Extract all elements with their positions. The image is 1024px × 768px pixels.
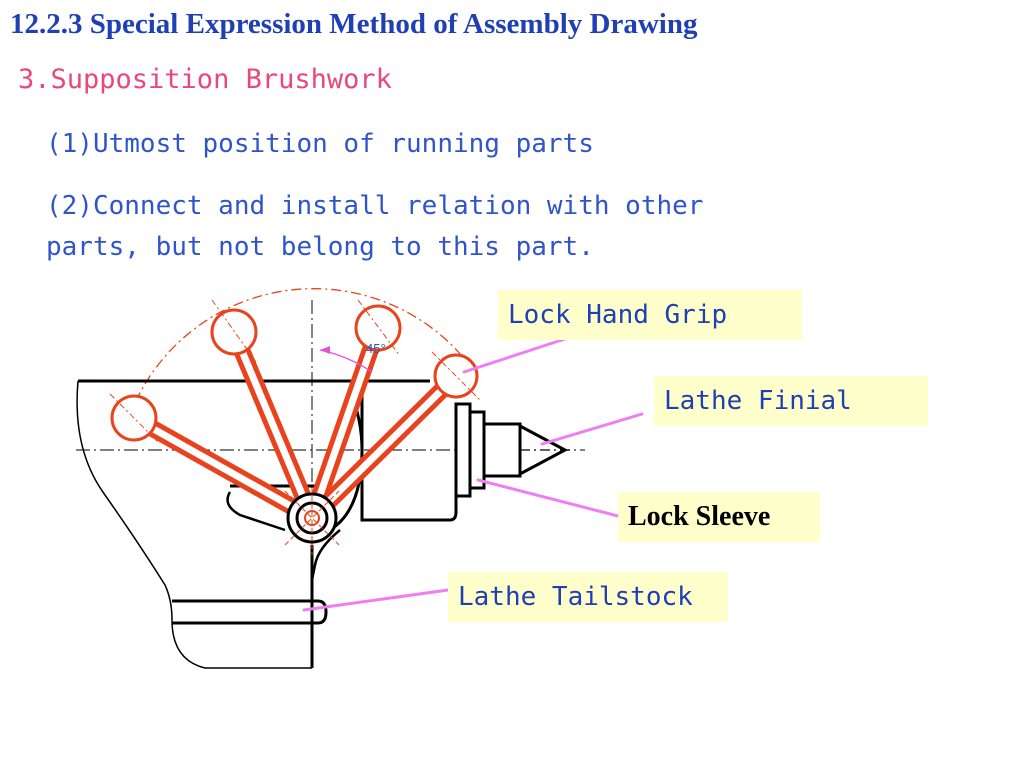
grip-position-2 [210, 308, 321, 527]
grip-ball-2-mark [211, 299, 257, 363]
tailstock-rib [172, 599, 328, 625]
leader-lines [302, 334, 644, 612]
grip-ball-2 [210, 308, 258, 356]
leader-lock-sleeve [476, 478, 620, 518]
point-connect-install-line1: (2)Connect and install relation with oth… [46, 191, 704, 221]
angle-arrow-head [320, 346, 330, 354]
angle-label: 45° [366, 341, 386, 356]
label-lock-hand-grip: Lock Hand Grip [498, 290, 802, 340]
leader-lathe-tailstock [302, 588, 450, 612]
grip-ball-3 [354, 304, 402, 352]
lock-sleeve-collar [468, 410, 486, 490]
angle-dimension: 45° [319, 341, 386, 373]
label-lock-sleeve: Lock Sleeve [618, 492, 820, 542]
hub-lower-curve [310, 529, 341, 581]
pivot-radial-mark-1 [284, 490, 340, 546]
lock-hand-grip-positions [110, 304, 479, 527]
slide-title: 12.2.3 Special Expression Method of Asse… [10, 8, 698, 40]
lock-sleeve-and-finial [454, 402, 570, 498]
pivot-radial-mark-2 [284, 490, 340, 546]
lock-sleeve-body [482, 422, 522, 478]
handle-pivot [284, 488, 340, 555]
leader-lathe-finial [540, 412, 644, 446]
tailstock-outline [76, 380, 312, 669]
grip-ball-1-mark [109, 393, 159, 443]
grip-arm-1-core [130, 414, 316, 522]
pivot-radial-marks [284, 488, 340, 555]
label-lathe-tailstock: Lathe Tailstock [448, 572, 728, 622]
point-utmost-position: (1)Utmost position of running parts [46, 129, 594, 159]
section-heading: 3.Supposition Brushwork [18, 64, 392, 95]
sleeve-housing [360, 395, 458, 522]
leader-lock-hand-grip [462, 334, 576, 374]
rotation-arc [127, 288, 481, 421]
point-connect-install-line2: parts, but not belong to this part. [46, 232, 594, 262]
grip-ball-3-mark [357, 299, 401, 357]
grip-position-3 [303, 304, 402, 527]
hub-left-curve [226, 491, 286, 532]
grip-arm-4-core [308, 372, 460, 522]
grip-arm-2-core [230, 328, 316, 522]
grip-ball-4-mark [431, 351, 481, 401]
grip-center-marks [109, 299, 481, 443]
label-lathe-finial: Lathe Finial [654, 376, 928, 426]
grip-arm-3-core [308, 324, 382, 522]
lock-sleeve-flange [454, 402, 472, 498]
point-connect-install: (2)Connect and install relation with oth… [46, 186, 703, 268]
